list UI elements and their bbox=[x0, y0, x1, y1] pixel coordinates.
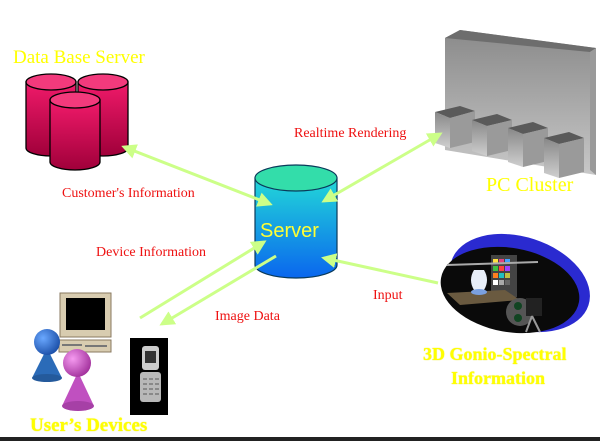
user-figure-blue-icon bbox=[32, 329, 62, 382]
database-server-icon bbox=[25, 73, 129, 171]
server-icon bbox=[254, 164, 338, 279]
mobile-phone-icon bbox=[130, 338, 168, 415]
bottom-border bbox=[0, 437, 600, 441]
input-label: Input bbox=[373, 288, 403, 303]
pc-cluster-icon bbox=[435, 30, 596, 178]
edge-input-arrow bbox=[321, 253, 439, 285]
pc-cluster-label: PC Cluster bbox=[486, 174, 574, 196]
device-information-label: Device Information bbox=[96, 245, 207, 260]
gonio-spectral-label-line2: Information bbox=[451, 368, 545, 388]
image-data-label: Image Data bbox=[215, 309, 280, 324]
edge-image-data-arrow bbox=[159, 254, 277, 326]
computer-icon bbox=[58, 292, 112, 353]
server-label: Server bbox=[260, 220, 319, 242]
user-figure-pink-icon bbox=[62, 349, 94, 411]
realtime-rendering-label: Realtime Rendering bbox=[294, 126, 407, 141]
users-devices-icon bbox=[32, 292, 168, 415]
gonio-spectral-scene-image bbox=[440, 233, 590, 334]
edge-device-information-arrow bbox=[139, 240, 267, 320]
database-server-label: Data Base Server bbox=[13, 47, 145, 68]
gonio-spectral-label-line1: 3D Gonio-Spectral bbox=[423, 344, 567, 364]
users-devices-label: User’s Devices bbox=[30, 415, 148, 436]
customers-information-label: Customer's Information bbox=[62, 186, 195, 201]
edge-customers-information-arrow bbox=[121, 144, 273, 207]
edge-realtime-rendering-arrow bbox=[321, 132, 443, 203]
